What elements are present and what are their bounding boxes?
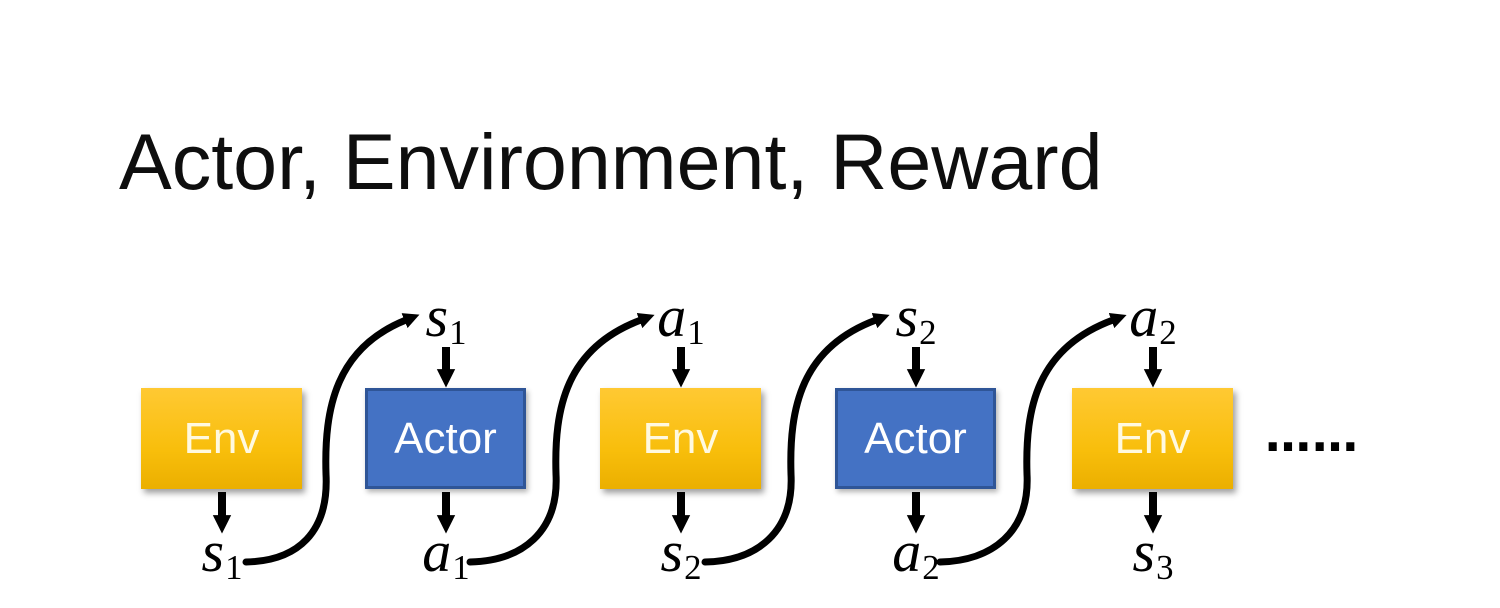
top-label-s1-sub: 1 xyxy=(449,313,467,353)
top-label-s1: s1 xyxy=(426,288,467,351)
top-label-a2: a2 xyxy=(1129,288,1176,351)
env-box-2-label: Env xyxy=(642,413,719,463)
env-box-1: Env xyxy=(141,388,302,489)
actor-box-1: Actor xyxy=(365,388,526,489)
bottom-label-s3-var: s xyxy=(1132,519,1156,584)
bottom-label-s3-sub: 3 xyxy=(1156,548,1174,588)
bottom-label-s2-sub: 2 xyxy=(684,548,702,588)
actor-box-1-label: Actor xyxy=(394,413,497,463)
bottom-label-a2-sub: 2 xyxy=(922,548,940,588)
env-box-1-label: Env xyxy=(183,413,260,463)
top-label-s2: s2 xyxy=(896,288,937,351)
bottom-label-s2-var: s xyxy=(660,519,684,584)
top-label-s2-sub: 2 xyxy=(919,313,937,353)
top-label-a1: a1 xyxy=(657,288,704,351)
bottom-label-a1-var: a xyxy=(422,519,452,584)
top-label-a2-var: a xyxy=(1129,284,1159,349)
bottom-label-a2: a2 xyxy=(892,523,939,586)
env-box-3-label: Env xyxy=(1114,413,1191,463)
top-label-s2-var: s xyxy=(895,284,919,349)
bottom-label-a2-var: a xyxy=(892,519,922,584)
bottom-label-s1: s1 xyxy=(202,523,243,586)
actor-box-2: Actor xyxy=(835,388,996,489)
page-title: Actor, Environment, Reward xyxy=(119,117,1103,206)
env-box-2: Env xyxy=(600,388,761,489)
top-label-a1-var: a xyxy=(657,284,687,349)
bottom-label-s1-var: s xyxy=(201,519,225,584)
actor-box-2-label: Actor xyxy=(864,413,967,463)
env-box-3: Env xyxy=(1072,388,1233,489)
bottom-label-s1-sub: 1 xyxy=(225,548,243,588)
bottom-label-s2: s2 xyxy=(661,523,702,586)
continuation-ellipsis: …… xyxy=(1265,408,1359,462)
bottom-label-a1-sub: 1 xyxy=(452,548,470,588)
top-label-s1-var: s xyxy=(425,284,449,349)
top-label-a1-sub: 1 xyxy=(687,313,705,353)
bottom-label-a1: a1 xyxy=(422,523,469,586)
top-label-a2-sub: 2 xyxy=(1159,313,1177,353)
bottom-label-s3: s3 xyxy=(1133,523,1174,586)
